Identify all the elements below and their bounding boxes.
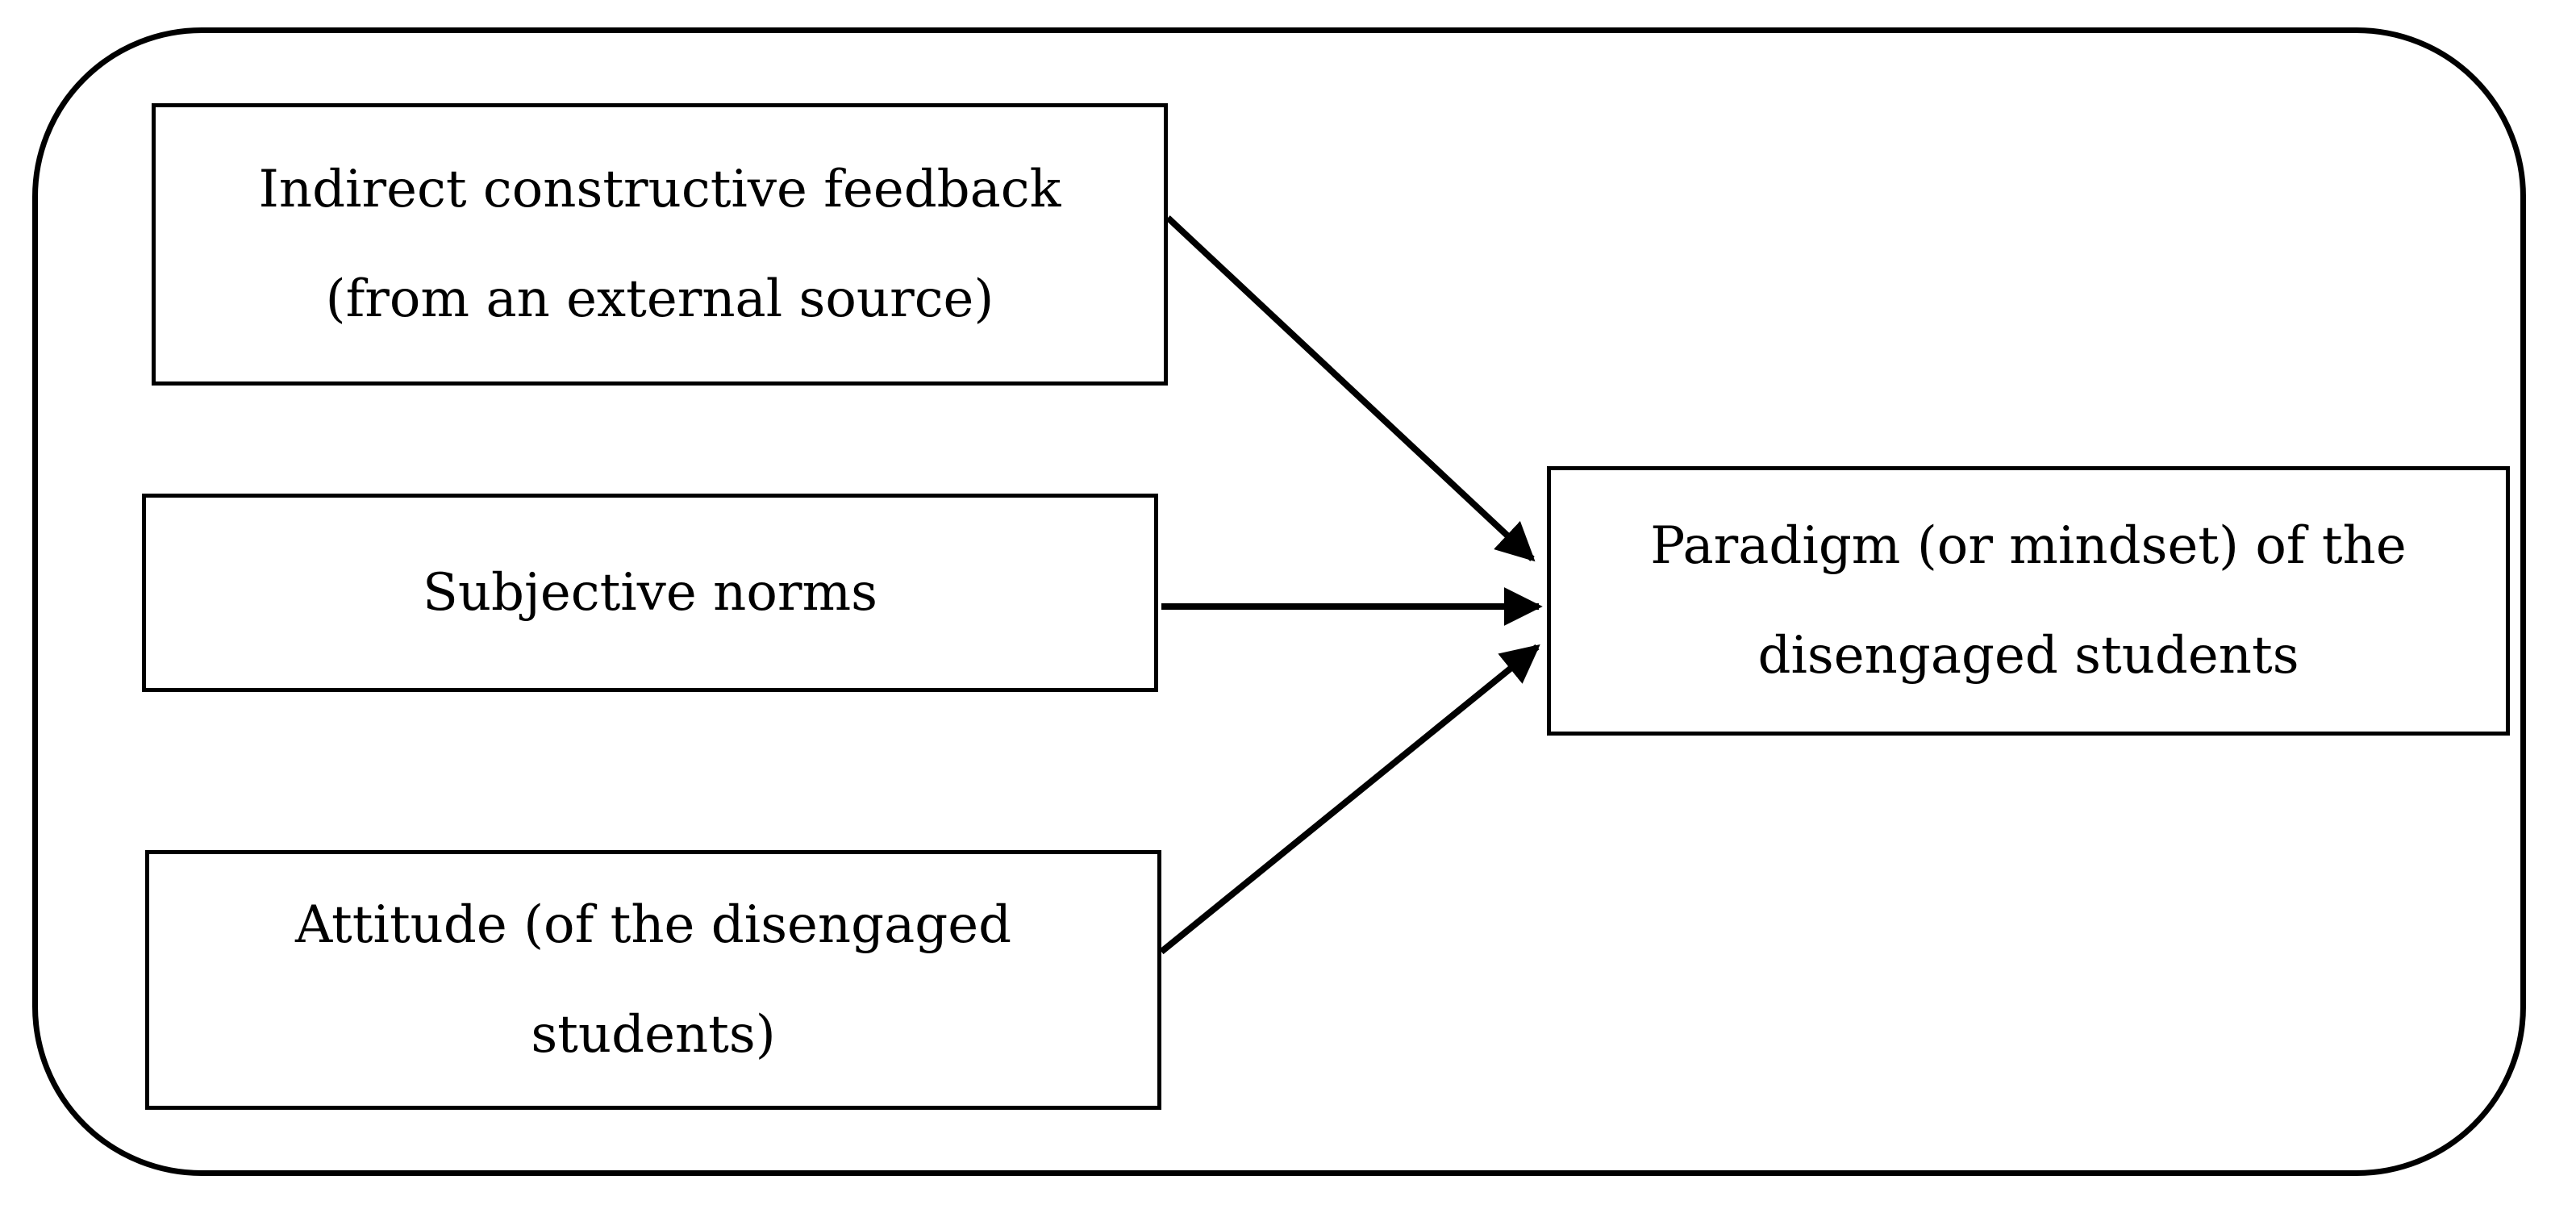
node-norms-line1: Subjective norms — [422, 563, 878, 623]
node-paradigm-line2: disengaged students — [1757, 626, 2299, 686]
node-indirect-constructive-feedback: Indirect constructive feedback (from an … — [152, 103, 1168, 386]
node-feedback-line1: Indirect constructive feedback — [258, 160, 1061, 219]
node-attitude-line1: Attitude (of the disengaged — [294, 895, 1012, 955]
outer-frame — [32, 27, 2526, 1176]
node-attitude: Attitude (of the disengaged students) — [145, 850, 1161, 1110]
node-attitude-line2: students) — [531, 1005, 776, 1065]
node-paradigm: Paradigm (or mindset) of the disengaged … — [1547, 466, 2510, 736]
node-feedback-line2: (from an external source) — [325, 269, 994, 329]
node-subjective-norms: Subjective norms — [142, 494, 1158, 692]
node-paradigm-line1: Paradigm (or mindset) of the — [1650, 516, 2407, 576]
